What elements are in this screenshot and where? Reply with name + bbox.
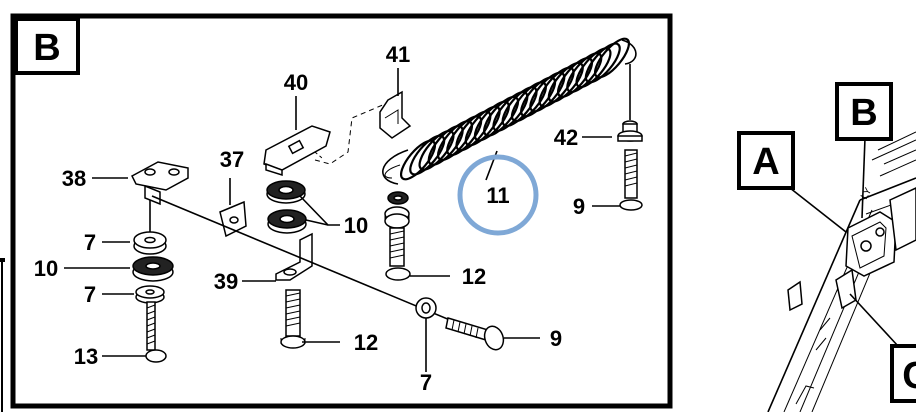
plate-40 — [263, 125, 331, 177]
callout-39: 39 — [214, 269, 238, 294]
bracket-41 — [379, 90, 412, 139]
diagonal-axis — [151, 195, 499, 341]
left-washer-7-bottom — [135, 285, 165, 304]
bracket-38 — [131, 161, 189, 206]
callout-12-right: 12 — [462, 264, 486, 289]
callout-37: 37 — [220, 147, 244, 172]
panel-b-label-box — [14, 17, 80, 75]
bushing-stack-middle — [266, 180, 307, 234]
callout-38: 38 — [62, 166, 86, 191]
callout-7-lower: 7 — [420, 370, 432, 395]
bushing-42 — [617, 120, 643, 142]
left-bolt-13 — [145, 301, 167, 363]
inset-label-b: B — [850, 92, 877, 134]
callout-41: 41 — [386, 42, 410, 67]
spring-coil — [594, 37, 630, 79]
inset-label-c: C — [902, 355, 916, 397]
washer-7-diagonal — [415, 297, 437, 319]
callout-40: 40 — [284, 70, 308, 95]
panel-b-label: B — [33, 27, 60, 69]
inset-label-b-box — [835, 82, 893, 141]
spring-coil — [584, 42, 621, 84]
leader-lines — [64, 68, 620, 357]
inset-leader-b — [861, 137, 866, 219]
callout-11: 11 — [486, 183, 509, 208]
inset-leader-a — [789, 187, 847, 233]
bushing-under-spring — [384, 191, 410, 229]
bolt-12-right — [385, 227, 411, 281]
callout-42: 42 — [554, 125, 578, 150]
bolt-9-right — [619, 149, 643, 211]
callout-9-right: 9 — [573, 194, 585, 219]
inset-drawing: LY — [767, 111, 916, 412]
dashed-leader — [314, 103, 386, 165]
left-bushing-10 — [132, 256, 174, 282]
callout-7-bottom-left: 7 — [84, 282, 96, 307]
tension-spring — [382, 37, 637, 185]
callout-7-top-left: 7 — [84, 230, 96, 255]
callout-10-left: 10 — [34, 256, 58, 281]
callout-12-left: 12 — [354, 330, 378, 355]
bolt-12-left — [280, 289, 306, 349]
callout-13: 13 — [74, 344, 98, 369]
callout-9-lower: 9 — [550, 326, 562, 351]
inset-label-a-box — [737, 131, 795, 190]
inset-leader-c — [849, 293, 899, 347]
bolt-9-lower — [445, 317, 505, 351]
highlight-circle — [457, 154, 539, 236]
inset-label-c-box — [890, 344, 916, 403]
inset-label-a: A — [752, 141, 779, 183]
left-edge-mark — [0, 258, 5, 262]
left-washer-7-top — [133, 231, 167, 255]
callout-10-middle: 10 — [344, 213, 368, 238]
